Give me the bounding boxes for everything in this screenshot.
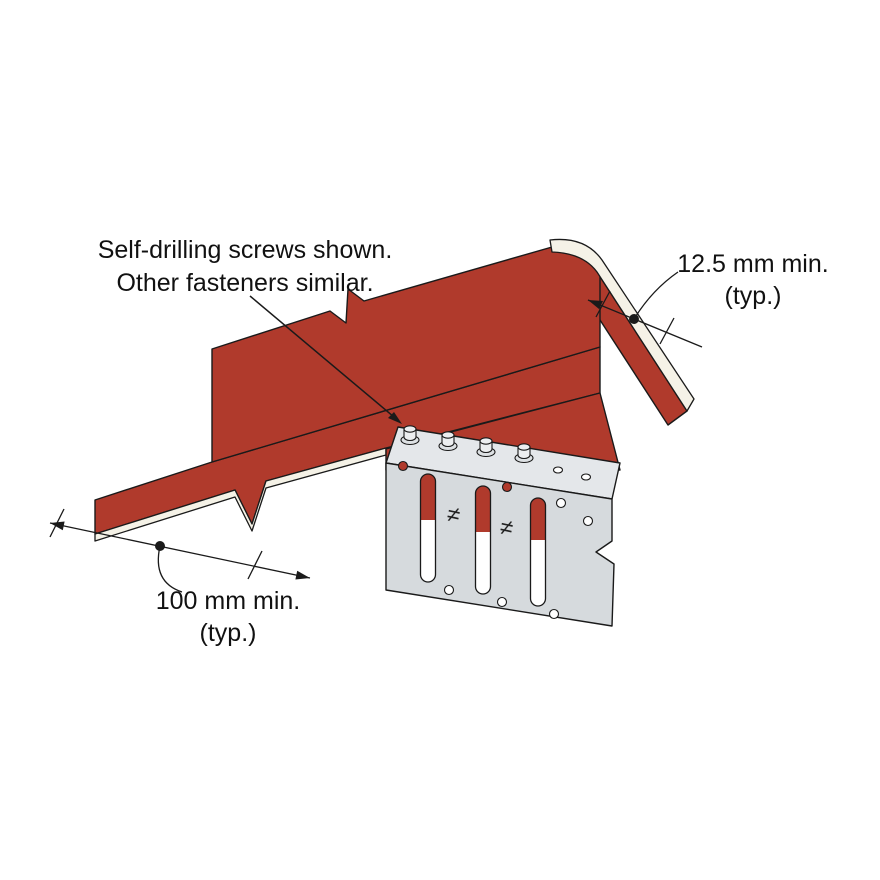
- bracket-hole-red-1: [397, 460, 409, 472]
- dimension-right: [587, 271, 703, 348]
- flange-hole-1: [552, 466, 564, 474]
- dim-left-label-line1: 100 mm min.: [156, 587, 300, 615]
- screw-4: [514, 443, 534, 464]
- dim-right-line: [587, 299, 703, 348]
- dim-left-tick-2: [247, 550, 263, 580]
- bracket-hole-3: [443, 584, 455, 596]
- dim-left-line: [49, 522, 311, 579]
- screw-3: [476, 437, 496, 458]
- screw-2: [438, 431, 458, 452]
- dim-right-tick-1: [595, 290, 611, 318]
- bracket-hole-2: [582, 515, 594, 527]
- dim-right-label-line1: 12.5 mm min.: [677, 250, 828, 278]
- dimension-left: [49, 508, 311, 593]
- flange-hole-2: [580, 473, 592, 481]
- bracket-hole-red-2: [501, 481, 513, 493]
- bracket-hole-1: [555, 497, 567, 509]
- fastener-note-line1: Self-drilling screws shown.: [98, 236, 393, 264]
- note-arrowhead: [388, 412, 402, 424]
- bracket-slot-2: [474, 485, 492, 595]
- bracket-slot-3: [529, 497, 547, 607]
- stamp-not-equal-1: ≠: [445, 500, 463, 528]
- dim-left-arrowhead-2: [295, 570, 310, 580]
- connector-bracket: ≠ ≠: [385, 425, 621, 627]
- dim-right-tick-2: [659, 317, 675, 345]
- dim-left-arrowhead-1: [50, 521, 65, 531]
- screw-1: [400, 425, 420, 446]
- dim-left-label-line2: (typ.): [200, 619, 257, 647]
- bracket-slot-1: [419, 473, 437, 583]
- dim-left-leader: [157, 545, 183, 593]
- member-sheet-edge: [549, 238, 695, 412]
- fastener-note-line2: Other fasteners similar.: [116, 269, 373, 297]
- dim-right-arrowhead: [588, 300, 603, 309]
- bracket-hole-4: [496, 596, 508, 608]
- stamp-not-equal-2: ≠: [498, 513, 516, 541]
- bracket-hole-5: [548, 608, 560, 620]
- steel-member: [94, 238, 695, 542]
- note-leader-line: [249, 295, 395, 418]
- dim-right-label-line2: (typ.): [725, 282, 782, 310]
- fastener-note-callout: [249, 295, 402, 424]
- dim-right-leader: [633, 271, 679, 320]
